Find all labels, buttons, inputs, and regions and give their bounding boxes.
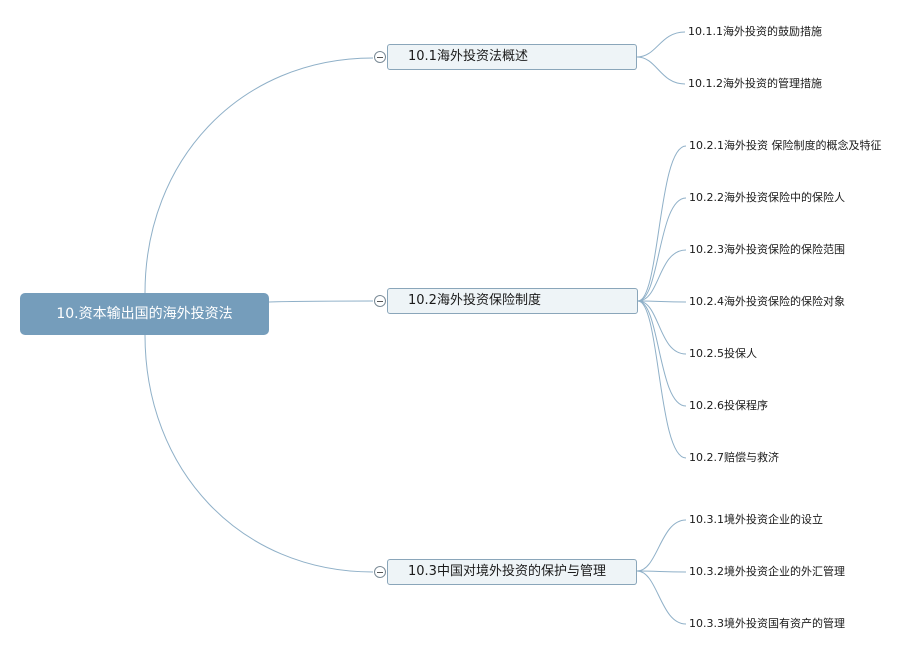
subtopic-10-2-7[interactable]: 10.2.7赔偿与救济 [689, 451, 779, 464]
subtopic-10-2-5[interactable]: 10.2.5投保人 [689, 347, 757, 360]
link-branch-2-leaf-1 [637, 145, 687, 302]
link-root-branch-1 [144, 57, 374, 294]
link-branch-1-leaf-2 [636, 56, 686, 85]
link-branch-3-leaf-1 [636, 519, 687, 572]
subtopic-10-2-6[interactable]: 10.2.6投保程序 [689, 399, 768, 412]
subtopic-10-2-3[interactable]: 10.2.3海外投资保险的保险范围 [689, 243, 845, 256]
subtopic-10-2-4[interactable]: 10.2.4海外投资保险的保险对象 [689, 295, 845, 308]
link-root-branch-2 [268, 300, 374, 303]
collapse-branch-1-icon[interactable] [374, 51, 386, 63]
subtopic-10-2-2[interactable]: 10.2.2海外投资保险中的保险人 [689, 191, 845, 204]
subtopic-10-3-3[interactable]: 10.3.3境外投资国有资产的管理 [689, 617, 845, 630]
root-topic[interactable]: 10.资本输出国的海外投资法 [20, 293, 269, 335]
link-branch-2-leaf-4 [637, 300, 687, 303]
subtopic-10-1-1[interactable]: 10.1.1海外投资的鼓励措施 [688, 25, 822, 38]
link-root-branch-3 [144, 334, 374, 573]
subtopic-10-3-1[interactable]: 10.3.1境外投资企业的设立 [689, 513, 823, 526]
link-branch-3-leaf-3 [636, 570, 687, 625]
link-branch-2-leaf-6 [637, 300, 687, 407]
subtopic-10-2-1[interactable]: 10.2.1海外投资 保险制度的概念及特征 [689, 139, 882, 152]
link-branch-2-leaf-7 [637, 300, 687, 459]
link-branch-2-leaf-2 [637, 197, 687, 302]
subtopic-10-1-2[interactable]: 10.1.2海外投资的管理措施 [688, 77, 822, 90]
collapse-branch-2-icon[interactable] [374, 295, 386, 307]
subtopic-10-3-2[interactable]: 10.3.2境外投资企业的外汇管理 [689, 565, 845, 578]
link-branch-1-leaf-1 [636, 31, 686, 58]
branch-topic-3[interactable]: 10.3中国对境外投资的保护与管理 [387, 559, 637, 585]
link-branch-3-leaf-2 [636, 570, 687, 573]
branch-topic-2[interactable]: 10.2海外投资保险制度 [387, 288, 638, 314]
link-branch-2-leaf-5 [637, 300, 687, 355]
link-branch-2-leaf-3 [637, 249, 687, 302]
collapse-branch-3-icon[interactable] [374, 566, 386, 578]
branch-topic-1[interactable]: 10.1海外投资法概述 [387, 44, 637, 70]
